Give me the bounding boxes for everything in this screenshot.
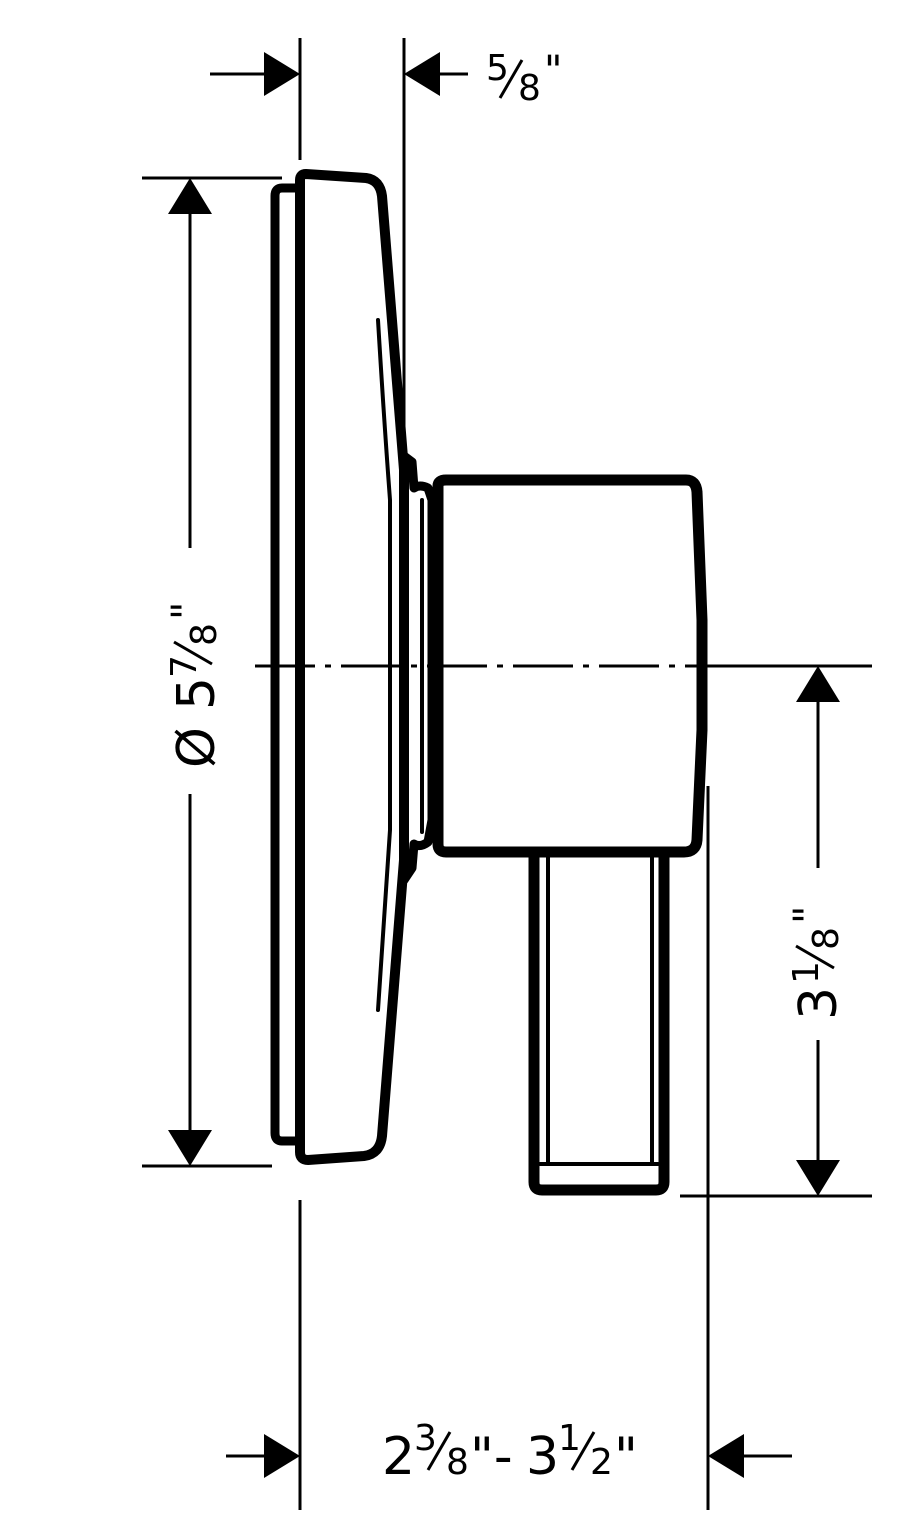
handle-height-unit: " xyxy=(786,906,832,924)
faceplate-depth-denominator: 8 xyxy=(518,68,541,109)
diameter-fraction-bar xyxy=(173,640,213,666)
arrow-projection-left xyxy=(264,1434,300,1478)
arrow-depth-right xyxy=(404,52,440,96)
label-projection-range: 2 3 8 "- 3 1 2 " xyxy=(382,1418,638,1487)
faceplate-depth-unit: " xyxy=(544,48,562,94)
projection-min-denominator: 8 xyxy=(446,1442,469,1483)
projection-min-numerator: 3 xyxy=(414,1418,437,1459)
arrow-depth-left xyxy=(264,52,300,96)
projection-min-whole: 2 xyxy=(382,1427,415,1487)
arrow-projection-right xyxy=(708,1434,744,1478)
projection-min-fraction-bar xyxy=(426,1431,452,1471)
handle-height-denominator: 8 xyxy=(806,927,847,950)
projection-unit: " xyxy=(614,1427,638,1487)
label-handle-height: 3 1 8 " xyxy=(786,906,849,1020)
part-geometry xyxy=(270,169,708,1196)
diameter-unit: " xyxy=(164,602,210,620)
faceplate-depth-fraction-bar xyxy=(498,59,524,99)
arrow-handle-top xyxy=(796,666,840,702)
arrow-diameter-top xyxy=(168,178,212,214)
projection-max-denominator: 2 xyxy=(590,1442,613,1483)
diameter-symbol: Ø xyxy=(167,727,227,768)
lever-handle xyxy=(528,846,670,1196)
projection-max-fraction-bar xyxy=(570,1431,596,1471)
dimension-lines xyxy=(142,38,872,1510)
handle-height-whole: 3 xyxy=(789,987,849,1020)
arrow-handle-bottom xyxy=(796,1160,840,1196)
projection-max-whole: 3 xyxy=(526,1427,559,1487)
hub-step xyxy=(399,451,437,885)
escutcheon-plate xyxy=(295,169,409,1165)
label-diameter: Ø 5 7 8 " xyxy=(164,602,227,768)
valve-body xyxy=(432,474,708,858)
diameter-numerator: 7 xyxy=(164,655,205,678)
arrowheads xyxy=(168,52,840,1478)
handle-height-fraction-bar xyxy=(795,944,835,970)
projection-max-numerator: 1 xyxy=(558,1418,581,1459)
label-faceplate-depth: 5 8 " xyxy=(486,48,562,109)
handle-height-numerator: 1 xyxy=(786,961,827,984)
diameter-denominator: 8 xyxy=(184,623,225,646)
faceplate-depth-numerator: 5 xyxy=(486,48,509,89)
arrow-diameter-bottom xyxy=(168,1130,212,1166)
diameter-whole: 5 xyxy=(167,677,227,710)
projection-separator: "- xyxy=(470,1427,513,1487)
